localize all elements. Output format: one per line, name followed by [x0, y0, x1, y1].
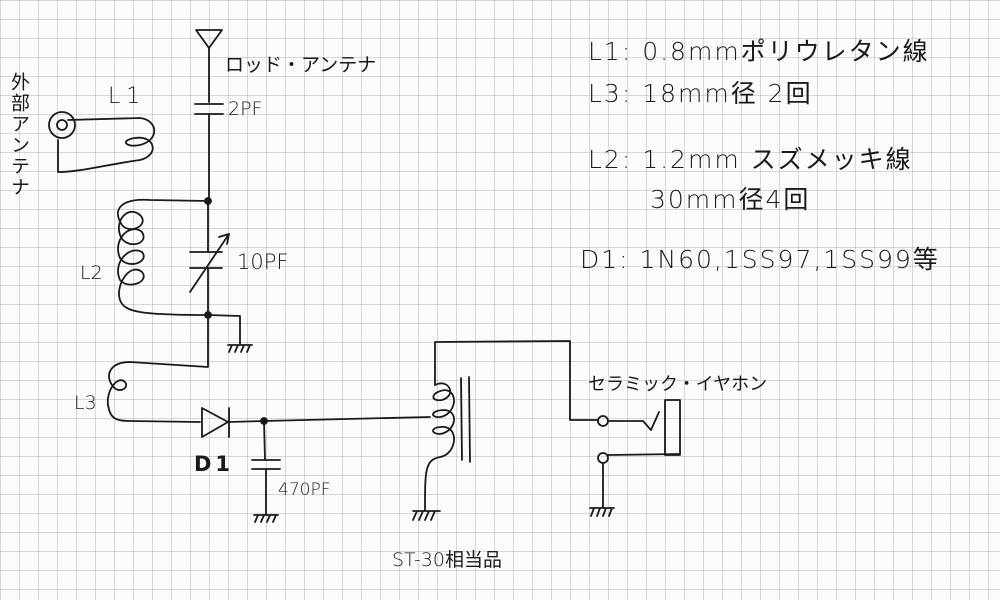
rod-antenna-label: ロッド・アンテナ	[225, 54, 377, 76]
inductor-l3	[106, 314, 209, 423]
l2-label: L2	[80, 262, 103, 284]
earphone-label: セラミック・イヤホン	[588, 374, 768, 395]
cap-10pf-label: 10PF	[237, 250, 289, 274]
ground-symbol	[207, 314, 253, 353]
cap-2pf-label: 2PF	[228, 98, 263, 120]
l1-label: L1	[108, 84, 147, 109]
inductor-l2	[117, 198, 209, 316]
capacitor-2pf	[194, 103, 224, 201]
capacitor-470pf	[251, 420, 281, 523]
l3-label: L3	[74, 392, 97, 414]
note-d1: D1: 1N60,1SS97,1SS99等	[580, 245, 940, 274]
ceramic-earphone	[589, 399, 681, 517]
transformer-st30	[412, 340, 599, 521]
external-antenna-jack	[48, 111, 76, 139]
rod-antenna-symbol	[195, 29, 223, 103]
note-l3: L3: 18mm径 2回	[588, 79, 813, 108]
inductor-l1	[57, 117, 156, 173]
d1-label: D1	[194, 452, 235, 476]
external-antenna-label: 外部アンテナ	[8, 72, 30, 198]
variable-capacitor-10pf	[189, 200, 230, 316]
note-l2: L2: 1.2mm スズメッキ線	[588, 145, 913, 174]
cap-470pf-label: 470PF	[278, 480, 331, 500]
note-l2-size: 30mm径4回	[650, 185, 811, 214]
diode-d1	[201, 407, 431, 438]
transformer-label: ST-30相当品	[392, 549, 502, 571]
note-l1: L1: 0.8mmポリウレタン線	[588, 37, 930, 66]
